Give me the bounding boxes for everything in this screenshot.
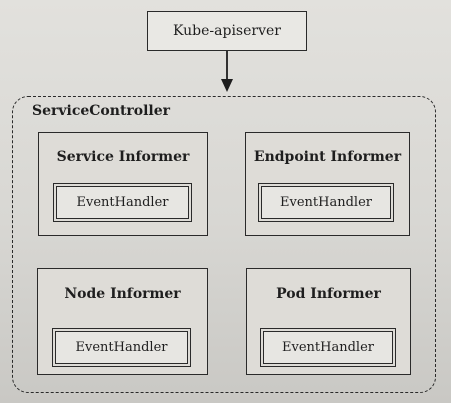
kube-apiserver-label: Kube-apiserver (173, 23, 281, 39)
node-informer-event-handler: EventHandler (52, 328, 191, 367)
node-informer-title: Node Informer (64, 286, 181, 302)
endpoint-informer-box: Endpoint Informer EventHandler (245, 132, 410, 236)
service-informer-box: Service Informer EventHandler (38, 132, 208, 236)
service-controller-boundary (12, 96, 436, 393)
service-informer-event-handler: EventHandler (53, 183, 192, 222)
kube-apiserver-box: Kube-apiserver (147, 11, 307, 51)
endpoint-informer-event-handler: EventHandler (258, 183, 394, 222)
service-controller-title: ServiceController (32, 103, 171, 119)
service-informer-title: Service Informer (56, 149, 190, 165)
endpoint-informer-title: Endpoint Informer (253, 149, 402, 165)
node-informer-box: Node Informer EventHandler (37, 268, 208, 375)
pod-informer-title: Pod Informer (276, 286, 381, 302)
pod-informer-box: Pod Informer EventHandler (246, 268, 411, 375)
pod-informer-event-handler: EventHandler (260, 328, 396, 367)
